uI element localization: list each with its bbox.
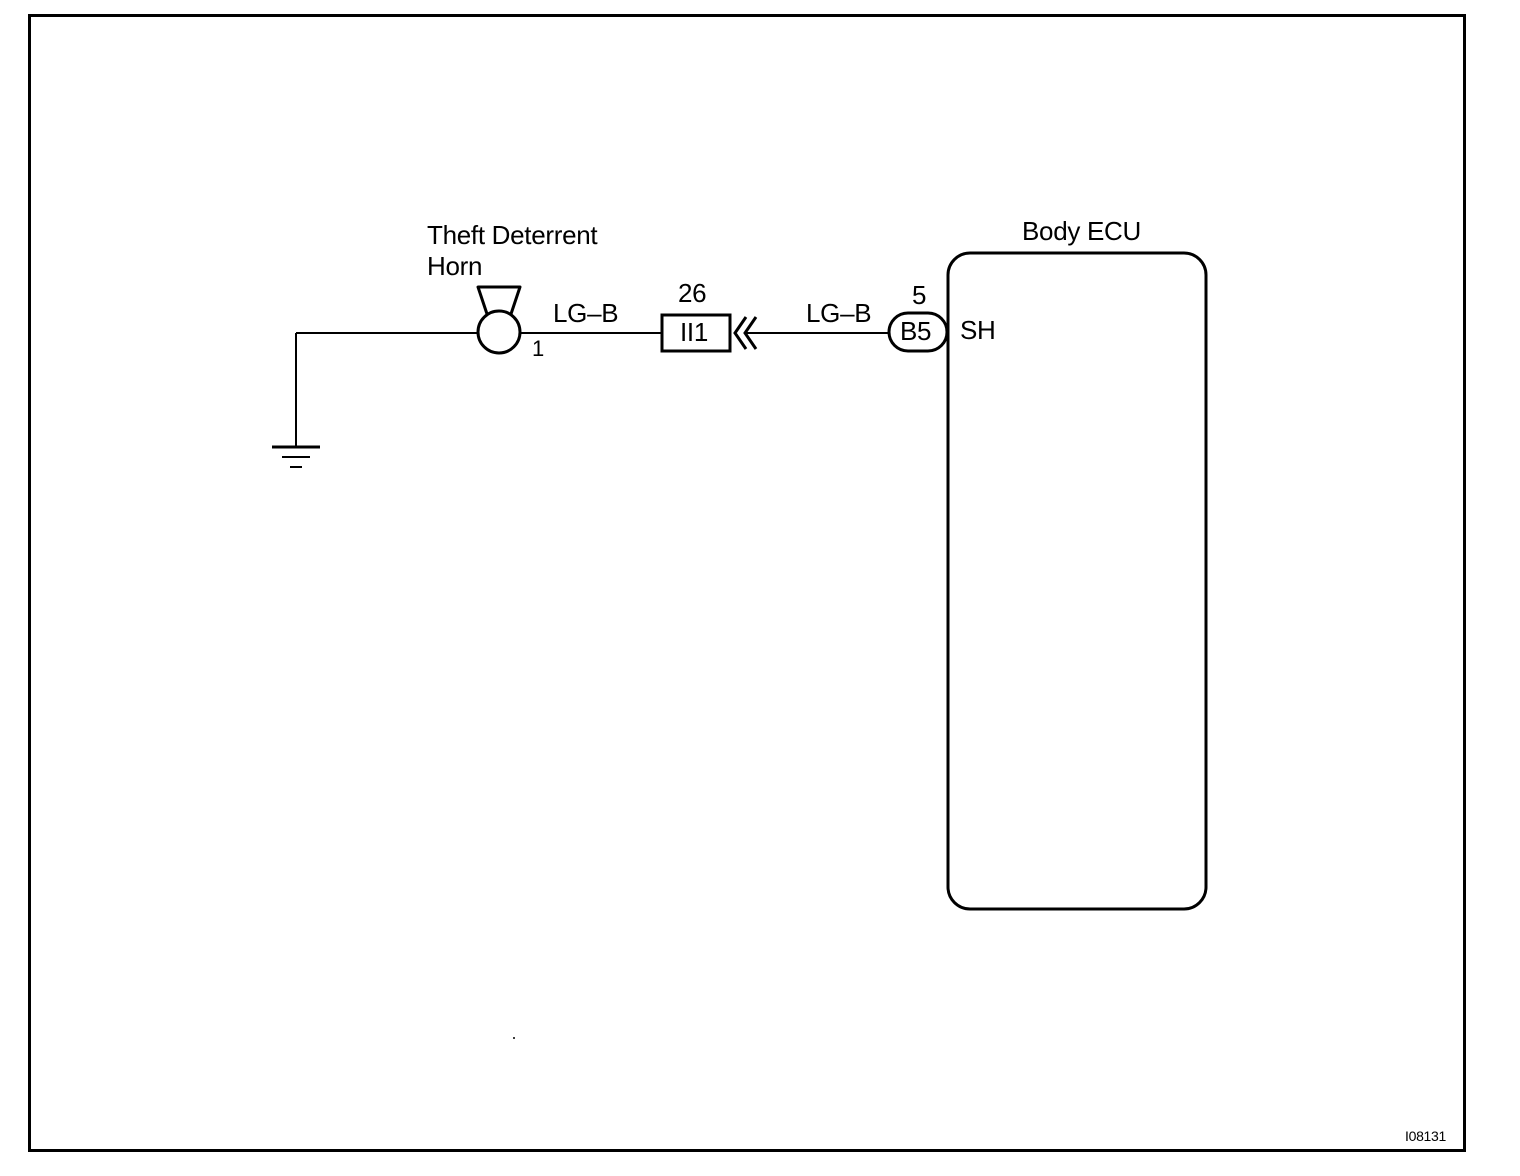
connector-chevron-icon: [733, 316, 758, 350]
junction-connector-box: [660, 313, 732, 353]
diagram-frame: [28, 14, 1466, 1152]
horn-icon: [476, 285, 522, 355]
junction-connector-label: II1: [680, 317, 709, 347]
ecu-title: Body ECU: [1022, 216, 1141, 246]
body-ecu-box: [946, 251, 1208, 911]
junction-pin-label: 26: [678, 278, 707, 308]
ecu-terminal-label: SH: [960, 315, 996, 345]
figure-id: I08131: [1405, 1128, 1447, 1144]
wire-left-color-label: LG–B: [553, 298, 619, 328]
horn-label-line2: Horn: [427, 251, 483, 281]
stray-mark: [513, 1037, 515, 1039]
ecu-pin-label: 5: [912, 280, 927, 310]
ecu-connector-label: B5: [900, 316, 932, 346]
horn-pin-label: 1: [532, 336, 544, 361]
ground-icon: [272, 445, 320, 468]
wire-right-color-label: LG–B: [806, 298, 872, 328]
horn-label-line1: Theft Deterrent: [427, 220, 598, 250]
